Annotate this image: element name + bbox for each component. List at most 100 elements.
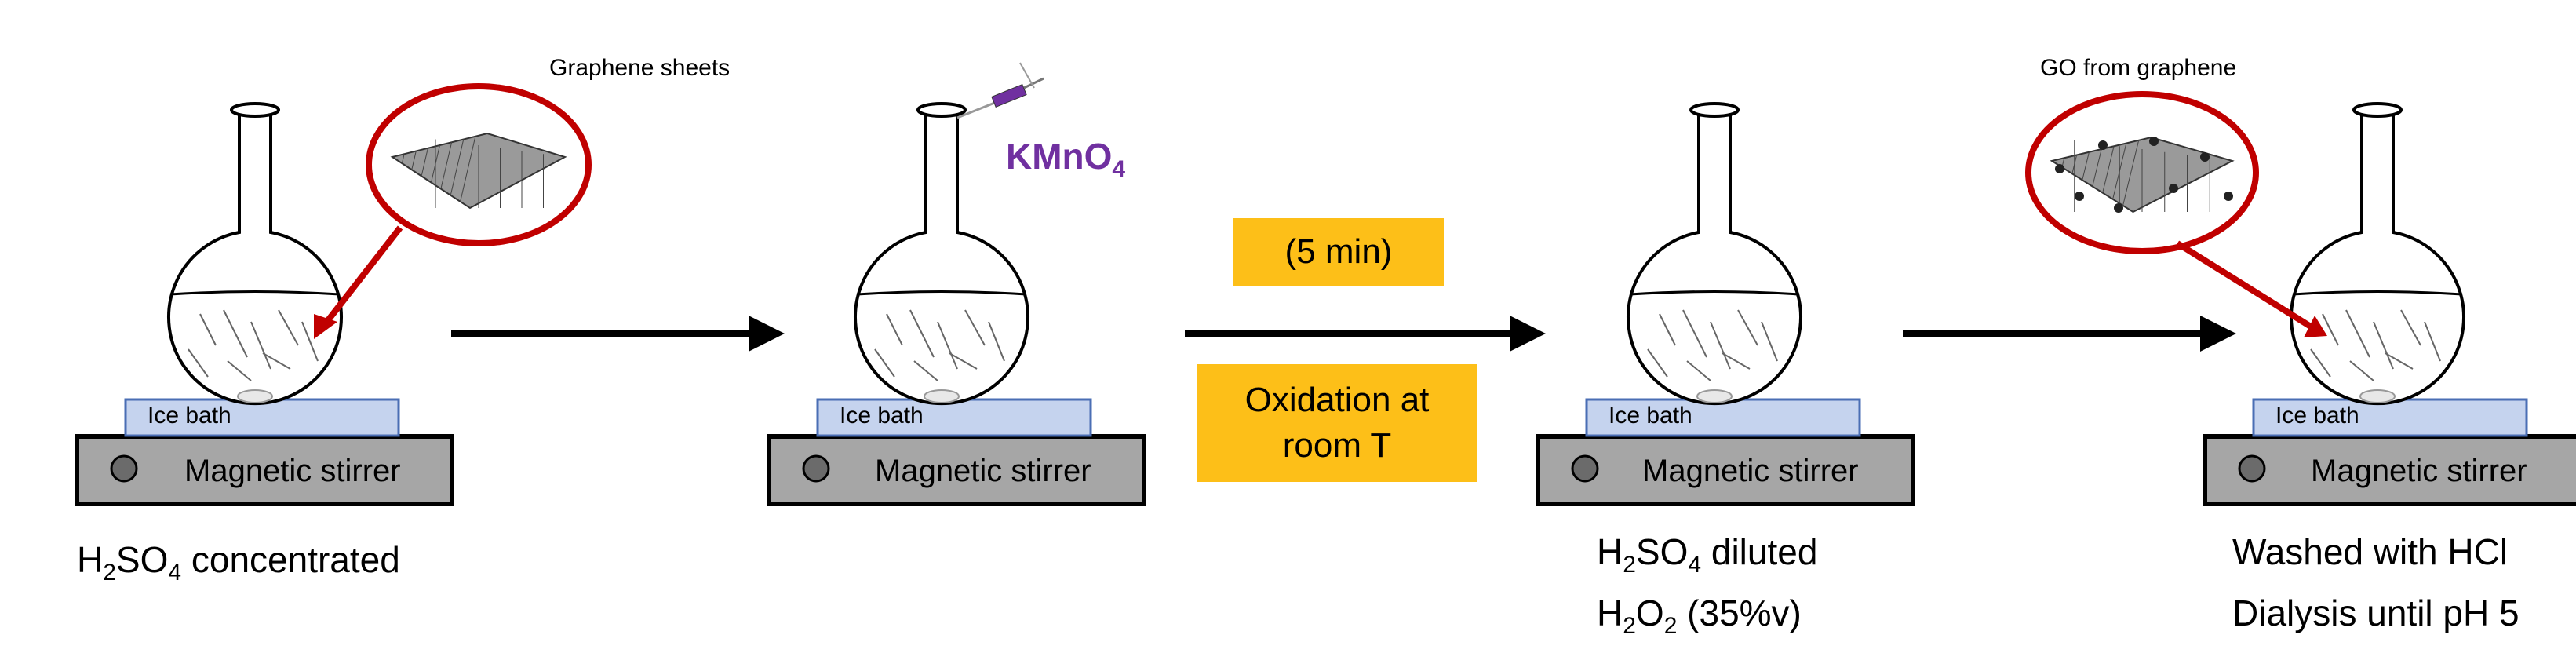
caption-stage-3-line1: H2SO4 diluted — [1597, 527, 1817, 589]
stage-group-4 — [2203, 102, 2576, 506]
flask-rim — [916, 102, 967, 118]
arrow-head-icon — [2200, 316, 2236, 352]
flask-rim — [1689, 102, 1740, 118]
flake-mark — [2345, 309, 2370, 358]
lattice-line — [450, 139, 465, 195]
syringe-icon — [956, 62, 1044, 119]
stir-bar-icon — [924, 389, 960, 403]
ice-bath-4 — [2252, 398, 2528, 437]
caption-stage-4-line1: Washed with HCl — [2232, 531, 2509, 572]
lattice-line — [2082, 151, 2090, 181]
stage-group-3 — [1536, 102, 1915, 506]
cap1-a: H — [77, 539, 104, 580]
cap3b-a: H — [1597, 593, 1623, 633]
functional-group-dot — [2149, 137, 2159, 146]
flake-mark — [909, 309, 935, 358]
flake-mark — [199, 313, 217, 346]
inset-pointer-2 — [2175, 240, 2315, 331]
cap1-b: 2 — [103, 560, 116, 586]
inset-pointer-head-1 — [314, 314, 337, 339]
functional-group-dot — [2224, 192, 2233, 201]
flake-mark — [1710, 321, 1731, 370]
flake-mark — [1737, 309, 1758, 346]
stirrer-knob-icon — [1571, 454, 1599, 483]
lattice-line — [411, 151, 417, 170]
cap3b-c: O — [1635, 593, 1664, 633]
flake-mark — [278, 309, 299, 346]
stirrer-label-3: Magnetic stirrer — [1642, 454, 1859, 488]
flask-icon — [167, 102, 343, 406]
stirrer-label-2: Magnetic stirrer — [875, 454, 1091, 488]
lattice-line — [2071, 155, 2078, 174]
reagent-base: KMnO — [1006, 136, 1113, 177]
flake-mark — [250, 321, 271, 370]
time-condition-box: (5 min) — [1233, 218, 1444, 286]
cap3b-d: 2 — [1663, 613, 1678, 640]
oxidation-line1: Oxidation at — [1244, 381, 1430, 419]
stirrer-knob-icon — [110, 454, 138, 483]
flask-outline — [167, 110, 343, 406]
lattice-line — [460, 136, 476, 202]
flake-mark — [2424, 321, 2441, 362]
flake-mark — [223, 309, 248, 358]
arrow-head-icon — [1510, 316, 1546, 352]
cap1-c: SO — [115, 539, 169, 580]
cap3a-a: H — [1597, 531, 1623, 572]
stirrer-knob-icon — [2238, 454, 2266, 483]
flake-mark — [949, 352, 978, 370]
cap1-e: concentrated — [181, 539, 400, 580]
functional-group-dot — [2200, 152, 2210, 162]
flake-mark — [2385, 352, 2414, 370]
flake-mark — [1722, 352, 1751, 370]
functional-group-dot — [2055, 164, 2064, 173]
cap3a-b: 2 — [1623, 552, 1636, 578]
flake-mark — [1659, 313, 1676, 346]
flake-mark — [1686, 360, 1711, 381]
syringe-plunger — [1023, 77, 1044, 89]
flake-mark — [964, 309, 986, 346]
flake-mark — [937, 321, 958, 370]
cap3a-c: SO — [1635, 531, 1689, 572]
reagent-subscript: 4 — [1112, 156, 1126, 183]
flake-mark — [1761, 321, 1778, 362]
ice-bath-2 — [816, 398, 1092, 437]
magnetic-stirrer-2 — [767, 434, 1146, 506]
liquid-surface — [856, 290, 1027, 296]
liquid-surface — [169, 290, 341, 296]
flake-mark — [2349, 360, 2374, 381]
flake-mark — [227, 360, 252, 381]
stage-group-1 — [75, 102, 454, 506]
lattice-line — [2122, 140, 2140, 206]
cap3b-b: 2 — [1623, 613, 1636, 640]
caption-stage-1: H2SO4 concentrated — [77, 535, 400, 597]
lattice-line — [440, 142, 453, 189]
flake-mark — [913, 360, 938, 381]
flask-icon — [854, 102, 1029, 406]
lattice-line — [2102, 146, 2115, 193]
flake-mark — [2373, 321, 2394, 370]
stir-bar-icon — [237, 389, 273, 403]
caption-stage-4-line2: Dialysis until pH 5 — [2232, 593, 2520, 633]
magnetic-stirrer-1 — [75, 434, 454, 506]
ice-bath-label-2: Ice bath — [840, 403, 924, 429]
flask-rim — [2352, 102, 2403, 118]
syringe-barrel — [991, 83, 1027, 108]
cap3a-e: diluted — [1701, 531, 1818, 572]
magnetic-stirrer-4 — [2203, 434, 2576, 506]
cap3a-d: 4 — [1688, 552, 1702, 578]
functional-group-dot — [2169, 184, 2178, 193]
oxidation-condition-box: Oxidation at room T — [1197, 364, 1477, 482]
stirrer-knob-icon — [802, 454, 830, 483]
ice-bath-label-4: Ice bath — [2275, 403, 2359, 429]
flake-mark — [2310, 348, 2331, 378]
flake-mark — [301, 321, 319, 362]
flake-mark — [1682, 309, 1707, 358]
go-from-graphene-label: GO from graphene — [2040, 55, 2237, 81]
lattice-line — [2112, 143, 2127, 199]
flake-mark — [2400, 309, 2421, 346]
flask-outline — [854, 110, 1029, 406]
flake-mark — [188, 348, 209, 378]
lattice-line — [431, 144, 440, 183]
time-condition-label: (5 min) — [1284, 232, 1393, 271]
